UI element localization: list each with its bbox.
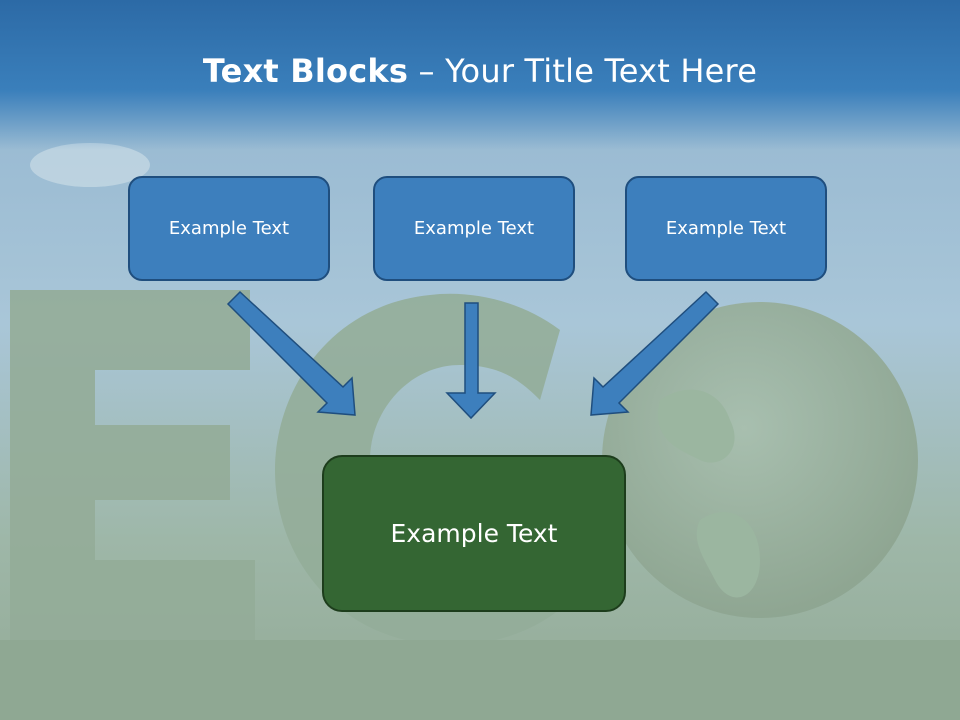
header-band (0, 0, 960, 150)
title-separator: – (408, 52, 446, 90)
title-bold: Text Blocks (202, 52, 409, 90)
target-block: Example Text (322, 455, 626, 612)
slide-title: Text Blocks – Your Title Text Here (0, 52, 960, 90)
text-block-2-label: Example Text (413, 218, 535, 239)
text-block-1-label: Example Text (168, 218, 290, 239)
grass-globe (602, 302, 918, 618)
text-block-3-label: Example Text (665, 218, 787, 239)
arrow-right (590, 290, 720, 416)
text-block-1: Example Text (128, 176, 330, 281)
grass-letter-e (10, 290, 255, 640)
title-rest: Your Title Text Here (445, 52, 758, 90)
text-block-2: Example Text (373, 176, 575, 281)
arrow-center (445, 302, 497, 420)
target-block-label: Example Text (390, 519, 558, 548)
arrow-left (226, 290, 356, 416)
text-block-3: Example Text (625, 176, 827, 281)
